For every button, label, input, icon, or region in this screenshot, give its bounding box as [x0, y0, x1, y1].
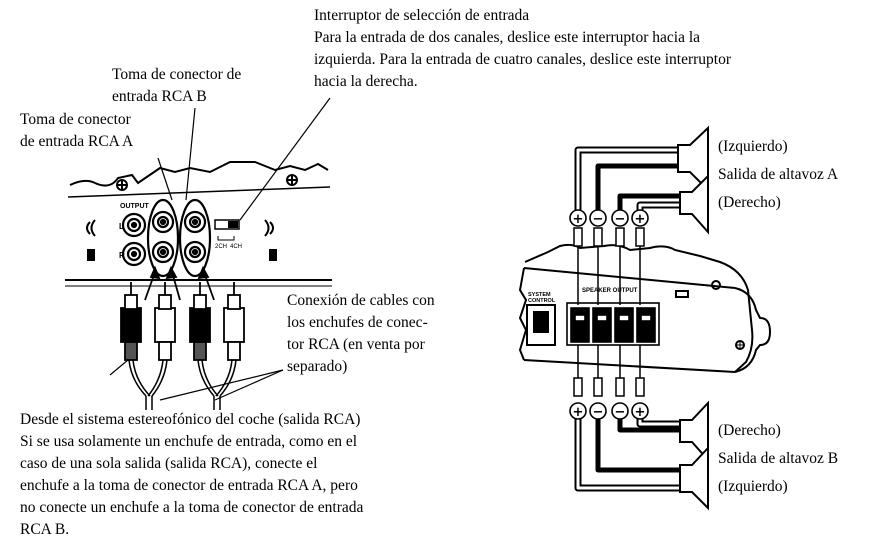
speaker-wires	[574, 146, 680, 492]
speakers	[677, 125, 709, 511]
speaker-output-a-label: (Izquierdo) Salida de altavoz A (Derecho…	[718, 138, 839, 211]
polarity-top-symbol-1: −	[593, 212, 604, 227]
bottom-pins	[573, 345, 645, 397]
switch-2ch-marking: 2CH	[215, 244, 227, 250]
right-marking: R	[119, 251, 125, 260]
amplifier-body	[518, 243, 772, 373]
polarity-bottom	[569, 402, 649, 420]
speaker-terminals	[566, 302, 660, 346]
polarity-symbols: +−−++−−+	[573, 212, 646, 420]
rca-plugs	[120, 282, 245, 361]
system-control-marking-2: CONTROL	[528, 298, 556, 304]
rca-cables	[128, 359, 237, 410]
polarity-top-symbol-3: +	[635, 212, 646, 227]
jack-b-label: Toma de conector de entrada RCA B	[112, 66, 242, 105]
polarity-top	[569, 209, 649, 227]
rca-jacks	[121, 198, 240, 278]
polarity-top-symbol-0: +	[573, 212, 584, 227]
source-label: Desde el sistema estereofónico del coche…	[20, 411, 364, 538]
top-pins	[573, 227, 645, 305]
polarity-bottom-symbol-1: −	[593, 405, 604, 420]
switch-4ch-marking: 4CH	[230, 244, 242, 250]
system-control-marking: SYSTEM	[528, 292, 551, 298]
leader-lines	[109, 97, 331, 401]
jack-a-label: Toma de conector de entrada RCA A	[20, 111, 134, 150]
left-marking: L	[119, 222, 124, 231]
polarity-bottom-symbol-2: −	[615, 405, 626, 420]
input-panel	[65, 161, 332, 287]
speaker-output-marking: SPEAKER OUTPUT	[582, 288, 638, 294]
output-marking: OUTPUT	[120, 203, 150, 210]
speaker-output-b-label: (Derecho) Salida de altavoz B (Izquierdo…	[718, 422, 839, 495]
cables-label: Conexión de cables con los enchufes de c…	[287, 292, 435, 375]
polarity-bottom-symbol-0: +	[573, 405, 584, 420]
polarity-top-symbol-2: −	[615, 212, 626, 227]
polarity-bottom-symbol-3: +	[635, 405, 646, 420]
insert-arrows	[144, 265, 215, 301]
selector-switch-label: Interruptor de selección de entrada Para…	[314, 7, 732, 90]
